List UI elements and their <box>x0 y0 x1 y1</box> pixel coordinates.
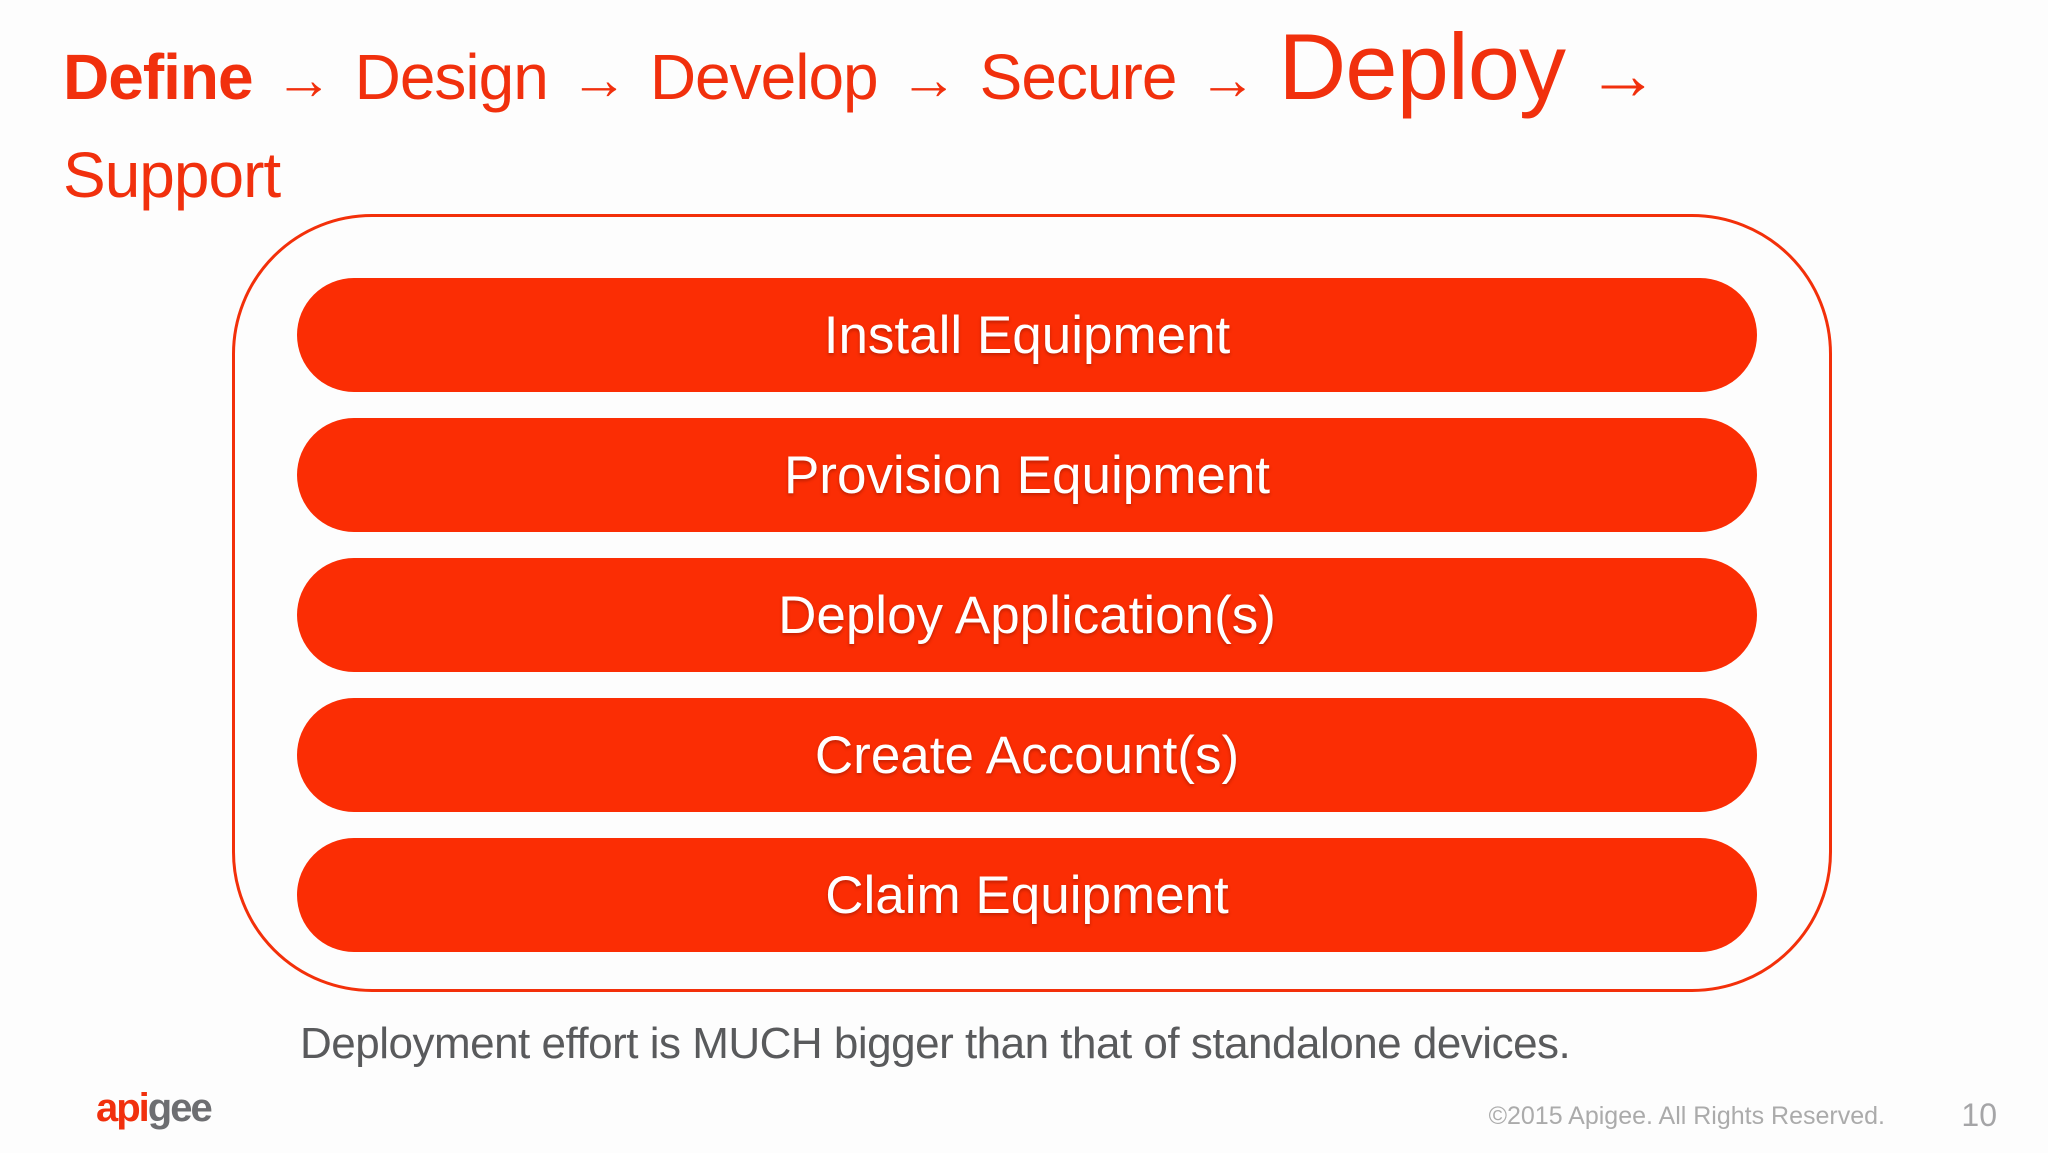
apigee-logo-gee: gee <box>147 1086 213 1130</box>
title-step-secure: Secure <box>979 41 1178 113</box>
process-container: Install Equipment Provision Equipment De… <box>232 214 1832 992</box>
title-step-develop: Develop <box>649 41 879 113</box>
apigee-logo: apigee <box>96 1086 213 1131</box>
process-step-label: Claim Equipment <box>825 865 1229 925</box>
title-step-define: Define <box>63 41 254 113</box>
arrow-right-icon: → <box>569 47 628 112</box>
arrow-right-icon: → <box>1587 35 1660 115</box>
process-step-claim-equipment: Claim Equipment <box>297 838 1757 952</box>
arrow-right-icon: → <box>899 47 958 112</box>
slide-title: Define → Design → Develop → Secure → Dep… <box>63 13 1659 212</box>
title-step-deploy: Deploy <box>1278 14 1566 119</box>
title-step-design: Design <box>354 41 549 113</box>
title-step-support: Support <box>63 139 281 211</box>
process-step-label: Install Equipment <box>823 305 1231 365</box>
process-step-provision-equipment: Provision Equipment <box>297 418 1757 532</box>
process-step-create-accounts: Create Account(s) <box>297 698 1757 812</box>
process-step-label: Provision Equipment <box>783 445 1271 505</box>
process-step-label: Create Account(s) <box>814 725 1240 785</box>
process-step-deploy-applications: Deploy Application(s) <box>297 558 1757 672</box>
slide-title-line1: Define → Design → Develop → Secure → Dep… <box>63 13 1659 131</box>
arrow-right-icon: → <box>274 47 333 112</box>
slide-caption: Deployment effort is MUCH bigger than th… <box>300 1019 1571 1068</box>
page-number: 10 <box>1961 1097 1997 1133</box>
process-step-install-equipment: Install Equipment <box>297 278 1757 392</box>
copyright-notice: ©2015 Apigee. All Rights Reserved. <box>1488 1102 1885 1130</box>
arrow-right-icon: → <box>1198 47 1257 112</box>
process-step-list: Install Equipment Provision Equipment De… <box>297 278 1757 952</box>
apigee-logo-api: api <box>96 1086 150 1130</box>
process-step-label: Deploy Application(s) <box>778 585 1276 645</box>
